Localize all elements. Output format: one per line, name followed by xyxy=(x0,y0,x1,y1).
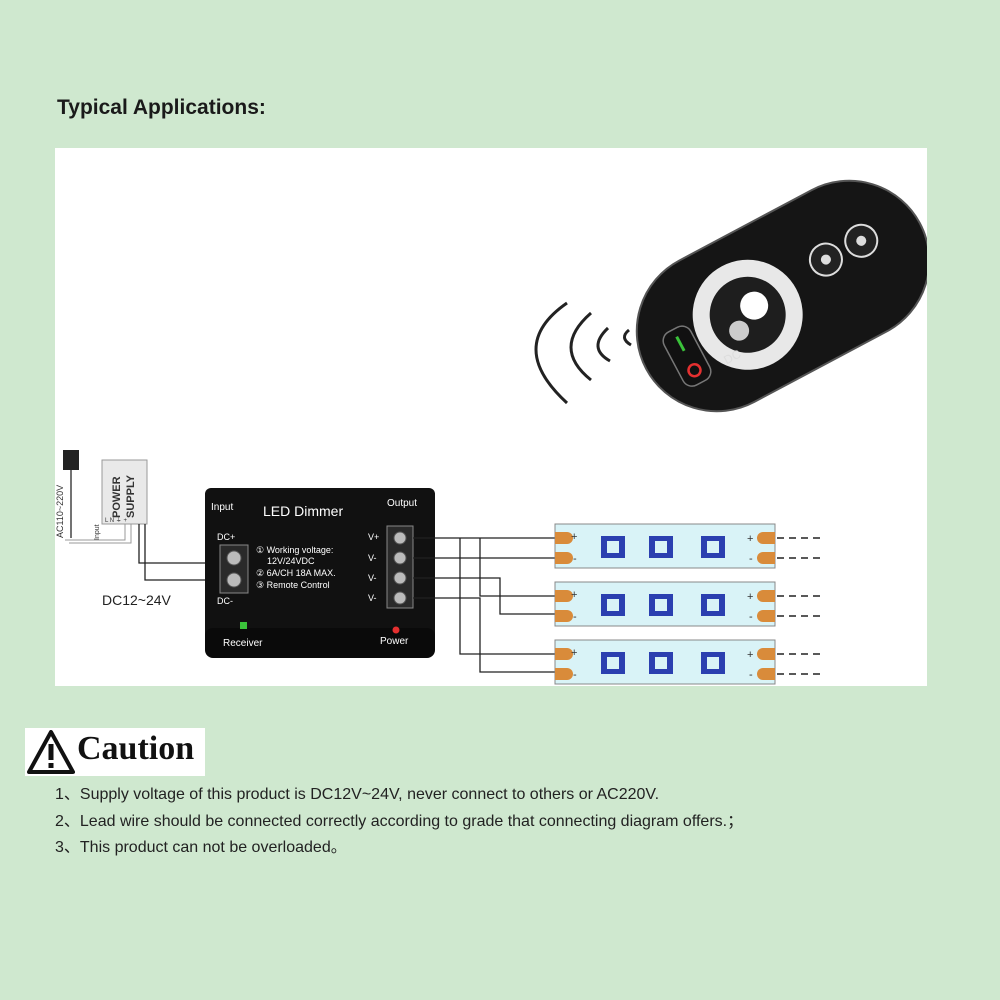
led-dimmer: Input LED Dimmer Output DC+ DC- ① Workin… xyxy=(205,488,435,658)
dimmer-title: LED Dimmer xyxy=(263,503,343,519)
ac-plug-icon: AC110~220V xyxy=(55,450,79,538)
spec-voltage-value: 12V/24VDC xyxy=(267,556,315,566)
section-heading: Typical Applications: xyxy=(57,96,266,119)
caution-notes: 1、Supply voltage of this product is DC12… xyxy=(55,782,743,862)
psu-terminal-labels: L N ⏚ + xyxy=(105,517,127,524)
strip-3-left-plus: + xyxy=(571,647,577,659)
spec-working-voltage: ① Working voltage: xyxy=(256,545,333,555)
spec-current: ② 6A/CH 18A MAX. xyxy=(256,568,336,578)
spec-remote: ③ Remote Control xyxy=(256,580,330,590)
strip-2-right-plus: + xyxy=(747,591,753,603)
caution-item: 3、This product can not be overloaded。 xyxy=(55,839,347,856)
receiver-label: Receiver xyxy=(223,638,263,649)
strip-1-right-minus: - xyxy=(749,553,753,565)
output-wires xyxy=(413,537,565,673)
strip-2-left-plus: + xyxy=(571,589,577,601)
dc-minus-label: DC- xyxy=(217,596,233,606)
caution-banner: Caution xyxy=(25,728,205,776)
output-v-minus-3-label: V- xyxy=(368,593,377,603)
power-supply: POWER SUPPLY L N ⏚ + Input xyxy=(94,459,148,540)
dimmer-output-label: Output xyxy=(387,498,417,509)
ac-voltage-label: AC110~220V xyxy=(55,485,65,538)
strip-3-left-minus: - xyxy=(573,669,577,681)
warning-triangle-icon xyxy=(27,730,75,774)
strip-continuation-lines xyxy=(777,537,820,675)
remote-control: DC xyxy=(635,179,927,413)
power-icon xyxy=(687,362,702,378)
strip-1-right-plus: + xyxy=(747,533,753,545)
brightness-button xyxy=(740,291,769,320)
caution-item: 2、Lead wire should be connected correctl… xyxy=(55,812,744,830)
psu-label-supply: SUPPLY xyxy=(125,474,137,518)
power-switch xyxy=(662,325,712,387)
strip-2-right-minus: - xyxy=(749,611,753,623)
psu-label-power: POWER xyxy=(111,476,123,518)
output-v-minus-1-label: V- xyxy=(368,553,377,563)
receiver-led xyxy=(240,622,247,629)
power-label: Power xyxy=(380,636,409,647)
led-strip-3: + - + - xyxy=(554,639,776,685)
dc-supply-label: DC12~24V xyxy=(102,592,172,608)
dc-plus-label: DC+ xyxy=(217,532,235,542)
dimmer-input-label: Input xyxy=(211,502,233,513)
wiring-diagram: DC AC110~220V POWER SUPPLY L N ⏚ + Input xyxy=(55,179,927,685)
psu-input-label: Input xyxy=(94,524,101,540)
output-v-plus-label: V+ xyxy=(368,532,379,542)
power-led xyxy=(392,626,400,634)
strip-1-left-minus: - xyxy=(573,553,577,565)
output-v-minus-2-label: V- xyxy=(368,573,377,583)
strip-3-right-plus: + xyxy=(747,649,753,661)
caution-title: Caution xyxy=(77,730,195,767)
strip-2-left-minus: - xyxy=(573,611,577,623)
strip-3-right-minus: - xyxy=(749,669,753,681)
wireless-signal-icon xyxy=(534,301,632,405)
caution-item: 1、Supply voltage of this product is DC12… xyxy=(55,786,660,803)
led-strip-1: + - + - xyxy=(554,523,776,569)
strip-1-left-plus: + xyxy=(571,531,577,543)
wiring-diagram-panel: DC AC110~220V POWER SUPPLY L N ⏚ + Input xyxy=(55,148,927,686)
led-strip-2: + - + - xyxy=(554,581,776,627)
